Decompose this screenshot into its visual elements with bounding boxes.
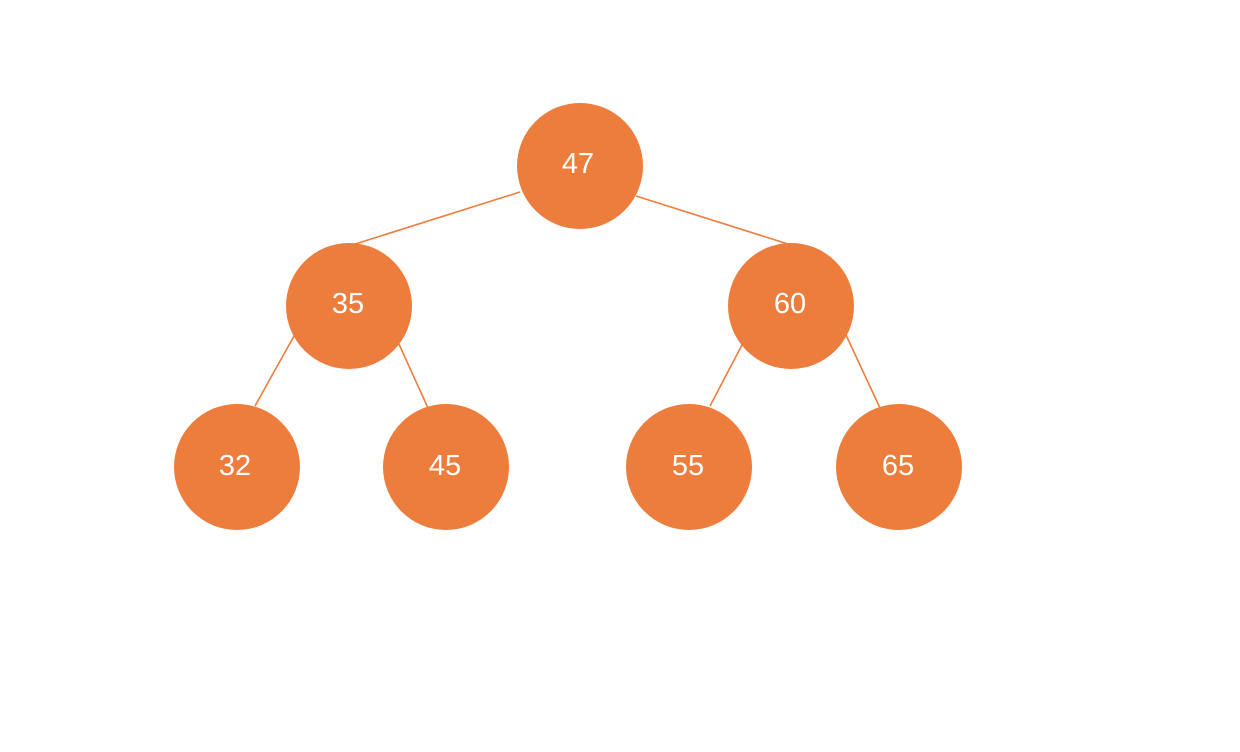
node-65: 65: [836, 404, 962, 530]
edge-47-60: [635, 195, 789, 245]
edge-35-45: [397, 341, 429, 409]
edge-47-35: [351, 191, 521, 246]
node-circle: [174, 404, 300, 530]
edge-60-65: [845, 334, 881, 409]
node-label: 60: [774, 288, 806, 320]
node-label: 32: [219, 450, 251, 482]
node-label: 47: [562, 148, 594, 180]
edges-layer: [254, 191, 881, 409]
node-label: 65: [882, 450, 914, 482]
node-label: 45: [429, 450, 461, 482]
node-circle: [836, 404, 962, 530]
nodes-layer: 47 35 60 32 45 55 65: [174, 103, 962, 530]
node-circle: [383, 404, 509, 530]
edge-60-55: [709, 342, 744, 407]
node-47: 47: [517, 103, 643, 229]
node-45: 45: [383, 404, 509, 530]
edge-35-32: [254, 335, 295, 407]
node-label: 35: [332, 288, 364, 320]
node-label: 55: [672, 450, 704, 482]
node-circle: [728, 243, 854, 369]
node-60: 60: [728, 243, 854, 369]
node-32: 32: [174, 404, 300, 530]
node-circle: [626, 404, 752, 530]
node-circle: [517, 103, 643, 229]
node-circle: [286, 243, 412, 369]
node-55: 55: [626, 404, 752, 530]
node-35: 35: [286, 243, 412, 369]
